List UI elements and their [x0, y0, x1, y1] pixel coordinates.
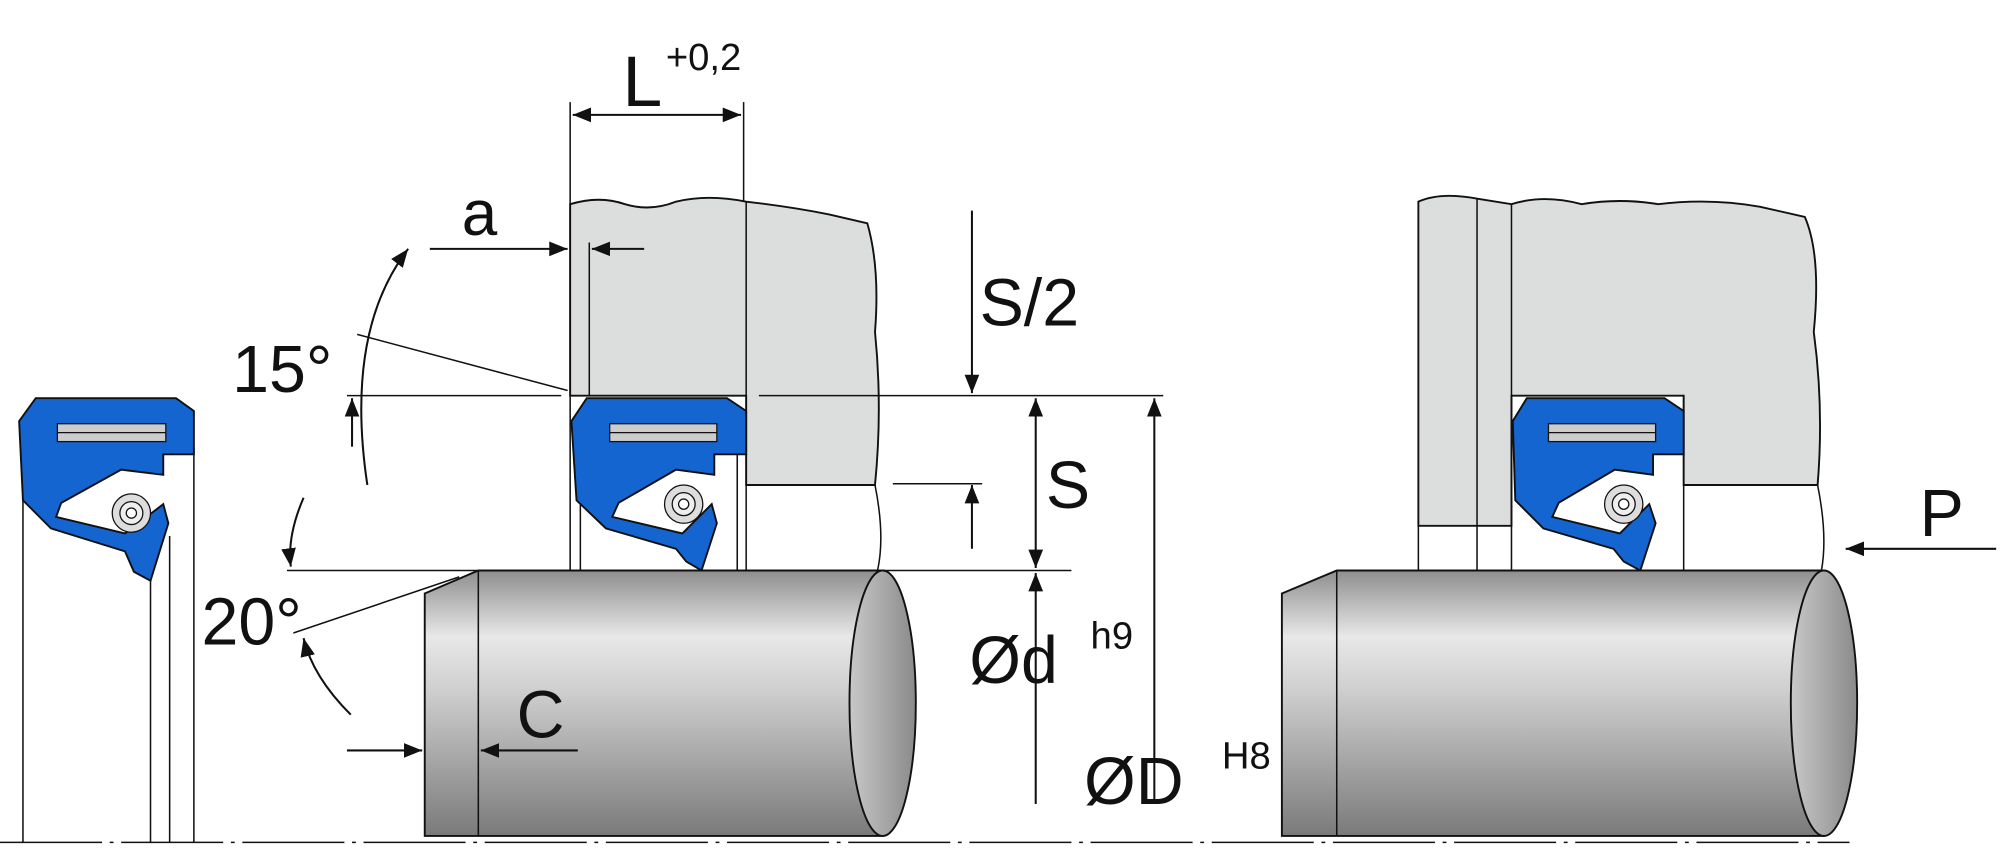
label-bore-diameter: ØD	[1084, 745, 1183, 819]
label-bore-tolerance: H8	[1222, 734, 1271, 777]
label-C: C	[517, 679, 565, 753]
label-angle-20: 20°	[202, 586, 302, 660]
label-a: a	[462, 177, 498, 249]
label-S: S	[1046, 449, 1090, 523]
label-angle-15: 15°	[232, 333, 332, 407]
label-rod-diameter: Ød	[969, 624, 1057, 698]
seal-body	[18, 397, 195, 583]
label-L-tolerance: +0,2	[666, 36, 742, 79]
label-P: P	[1920, 477, 1964, 551]
seal-profile-standalone	[18, 397, 195, 843]
label-rod-tolerance: h9	[1091, 614, 1134, 657]
dimensions	[281, 102, 1997, 805]
housing-left	[569, 196, 882, 571]
label-L: L	[622, 42, 662, 122]
label-S-half: S/2	[980, 266, 1080, 340]
rod-left	[423, 569, 917, 837]
rod-right	[1280, 569, 1859, 837]
housing-right	[1417, 194, 1825, 571]
seal-installed-right	[1511, 397, 1685, 572]
seal-installed-left	[570, 397, 748, 572]
